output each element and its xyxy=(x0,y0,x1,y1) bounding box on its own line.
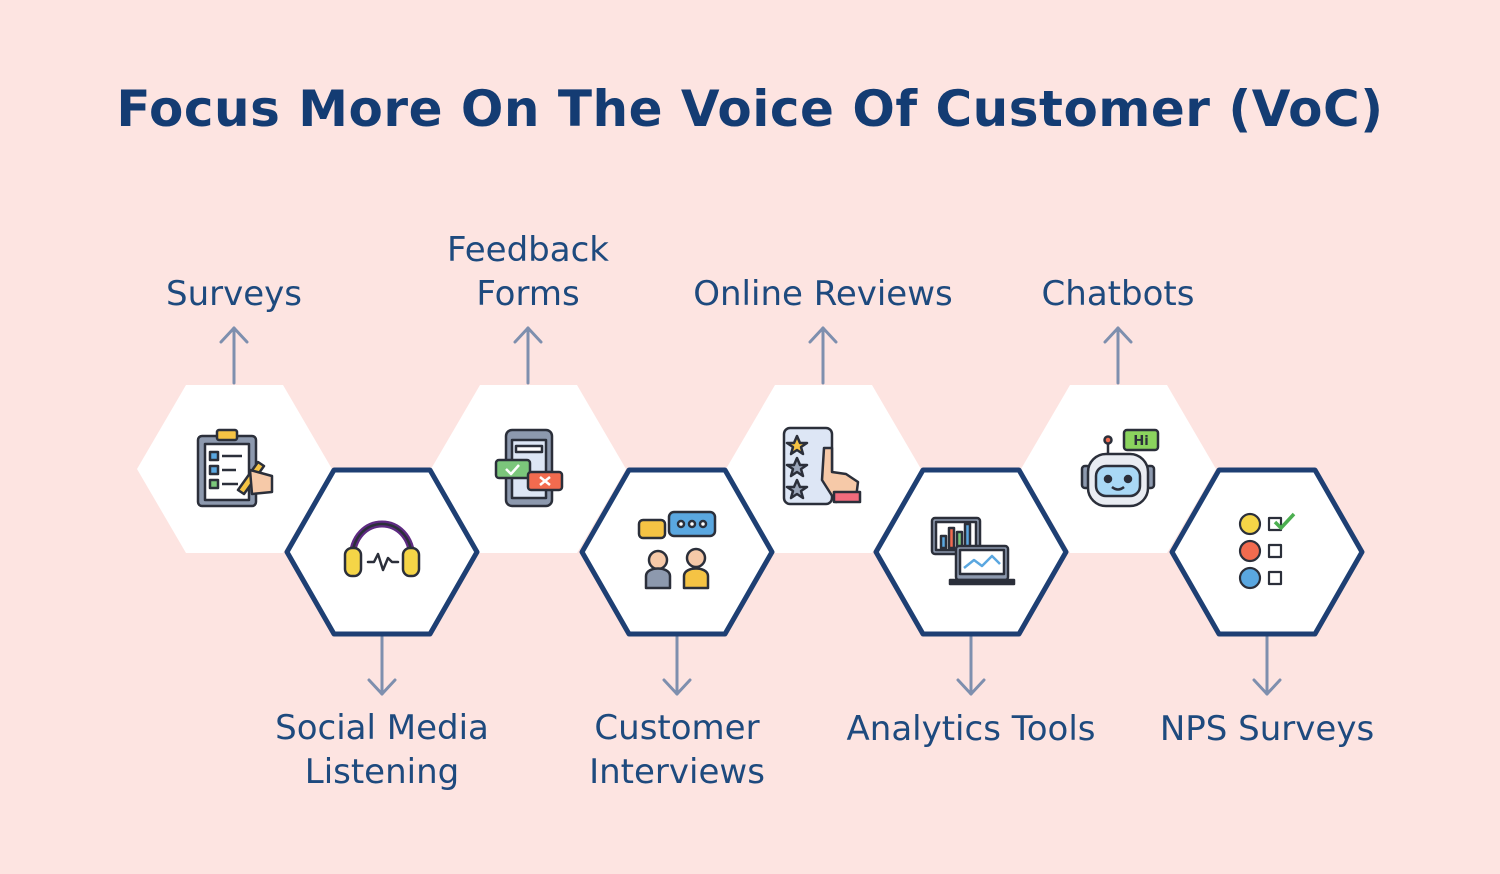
label-social-media-listening: Social Media Listening xyxy=(275,708,489,792)
label-analytics-tools: Analytics Tools xyxy=(846,709,1096,749)
label-online-reviews: Online Reviews xyxy=(693,274,953,314)
svg-text:Hi: Hi xyxy=(1133,434,1148,449)
robot-chatbot-icon: Hi xyxy=(1080,428,1160,508)
label-customer-interviews: Customer Interviews xyxy=(589,708,765,792)
arrow-online-reviews xyxy=(808,326,838,385)
emoji-rating-checklist-icon xyxy=(1238,512,1296,590)
arrow-customer-interviews xyxy=(662,635,692,696)
label-chatbots: Chatbots xyxy=(1041,274,1195,314)
arrow-surveys xyxy=(219,326,249,385)
arrow-feedback-forms xyxy=(513,326,543,385)
page-title: Focus More On The Voice Of Customer (VoC… xyxy=(116,80,1384,138)
label-surveys: Surveys xyxy=(166,274,302,314)
label-feedback-forms: Feedback Forms xyxy=(447,230,609,314)
hex-nps-surveys xyxy=(1169,467,1365,637)
arrow-nps-surveys xyxy=(1252,635,1282,696)
arrow-chatbots xyxy=(1103,326,1133,385)
arrow-analytics-tools xyxy=(956,635,986,696)
star-rating-phone-icon xyxy=(782,426,862,506)
analytics-monitor-icon xyxy=(930,516,1016,586)
clipboard-checklist-icon xyxy=(196,428,274,508)
hex-social-media-listening xyxy=(284,467,480,637)
phone-feedback-icon xyxy=(494,428,564,508)
headphones-icon xyxy=(343,520,421,578)
arrow-social-media-listening xyxy=(367,635,397,696)
label-nps-surveys: NPS Surveys xyxy=(1159,709,1375,749)
hex-customer-interviews xyxy=(579,467,775,637)
interview-chat-icon xyxy=(637,510,717,590)
